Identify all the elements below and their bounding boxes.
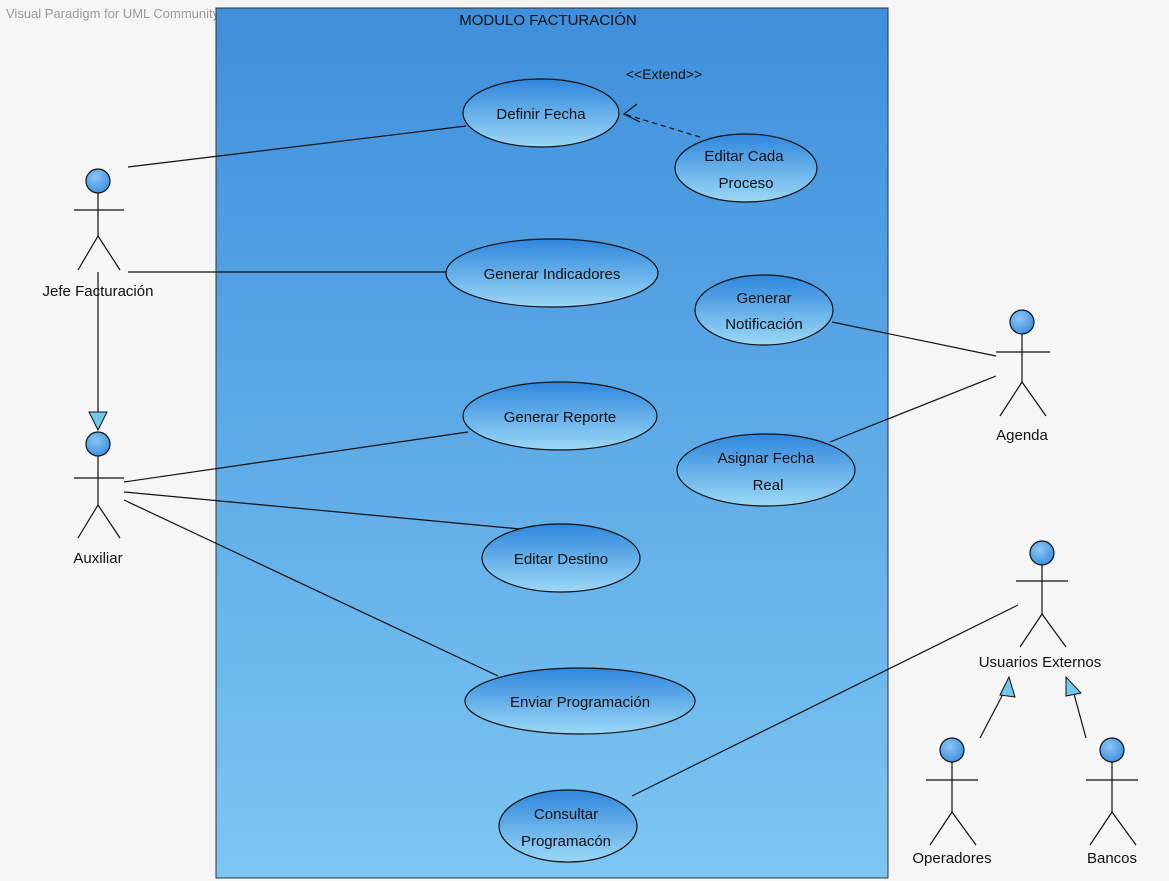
actor-head-icon: [1099, 737, 1125, 763]
use-case-label: Editar Cada: [704, 148, 784, 165]
actor-jefe-facturacion[interactable]: Jefe Facturación: [43, 168, 154, 300]
actor-label: Auxiliar: [73, 550, 122, 567]
use-case-editar-cada-proceso[interactable]: Editar Cada Proceso: [674, 133, 818, 203]
association-auxiliar-editar-destino[interactable]: [123, 491, 521, 530]
use-case-label: Notificación: [725, 316, 803, 333]
use-case-asignar-fecha-real[interactable]: Asignar Fecha Real: [676, 433, 856, 507]
extend-dependency[interactable]: <<Extend>>: [622, 66, 702, 138]
actor-label: Jefe Facturación: [43, 283, 154, 300]
use-case-label: Asignar Fecha: [718, 450, 815, 467]
actor-usuarios-externos[interactable]: Usuarios Externos: [979, 540, 1102, 671]
actor-head-icon: [939, 737, 965, 763]
use-case-consultar-programacion[interactable]: Consultar Programacón: [498, 789, 638, 863]
actor-head-icon: [85, 431, 111, 457]
association-agenda-generar-notificacion[interactable]: [831, 321, 997, 357]
actor-operadores[interactable]: Operadores: [912, 737, 992, 867]
use-case-label: Definir Fecha: [496, 106, 586, 123]
association-lines: [123, 125, 1019, 797]
use-case-generar-notificacion[interactable]: Generar Notificación: [694, 274, 834, 346]
actor-head-icon: [85, 168, 111, 194]
actor-label: Operadores: [912, 850, 991, 867]
use-case-label: Programacón: [521, 833, 611, 850]
use-case-generar-reporte[interactable]: Generar Reporte: [462, 381, 658, 451]
actor-head-icon: [1009, 309, 1035, 335]
use-case-label: Generar: [736, 290, 791, 307]
use-case-label: Editar Destino: [514, 551, 608, 568]
actor-label: Bancos: [1087, 850, 1137, 867]
use-case-label: Generar Reporte: [504, 409, 617, 426]
actor-head-icon: [1029, 540, 1055, 566]
actor-agenda[interactable]: Agenda: [996, 309, 1050, 444]
actor-label: Usuarios Externos: [979, 654, 1102, 671]
generalization-jefe-auxiliar[interactable]: [88, 272, 108, 432]
use-case-label: Generar Indicadores: [484, 266, 621, 283]
association-jefe-definir-fecha[interactable]: [127, 125, 467, 168]
use-case-enviar-programacion[interactable]: Enviar Programación: [464, 667, 696, 735]
use-case-definir-fecha[interactable]: Definir Fecha: [462, 78, 620, 148]
system-title: MODULO FACTURACIÓN: [459, 12, 637, 29]
association-agenda-asignar-fecha-real[interactable]: [829, 375, 997, 443]
generalization-bancos-usuarios[interactable]: [1065, 675, 1087, 739]
use-case-label: Real: [753, 477, 784, 494]
use-case-generar-indicadores[interactable]: Generar Indicadores: [445, 238, 659, 308]
use-case-editar-destino[interactable]: Editar Destino: [481, 523, 641, 593]
use-case-label: Proceso: [718, 175, 773, 192]
association-usuarios-consultar-programacion[interactable]: [631, 604, 1019, 797]
association-auxiliar-generar-reporte[interactable]: [123, 431, 469, 483]
extend-stereotype-label: <<Extend>>: [626, 66, 702, 82]
use-case-label: Consultar: [534, 806, 598, 823]
association-auxiliar-enviar-programacion[interactable]: [123, 499, 499, 677]
generalization-operadores-usuarios[interactable]: [979, 675, 1016, 739]
use-case-label: Enviar Programación: [510, 694, 650, 711]
actor-bancos[interactable]: Bancos: [1086, 737, 1138, 867]
actor-auxiliar[interactable]: Auxiliar: [73, 431, 124, 567]
actor-label: Agenda: [996, 427, 1048, 444]
